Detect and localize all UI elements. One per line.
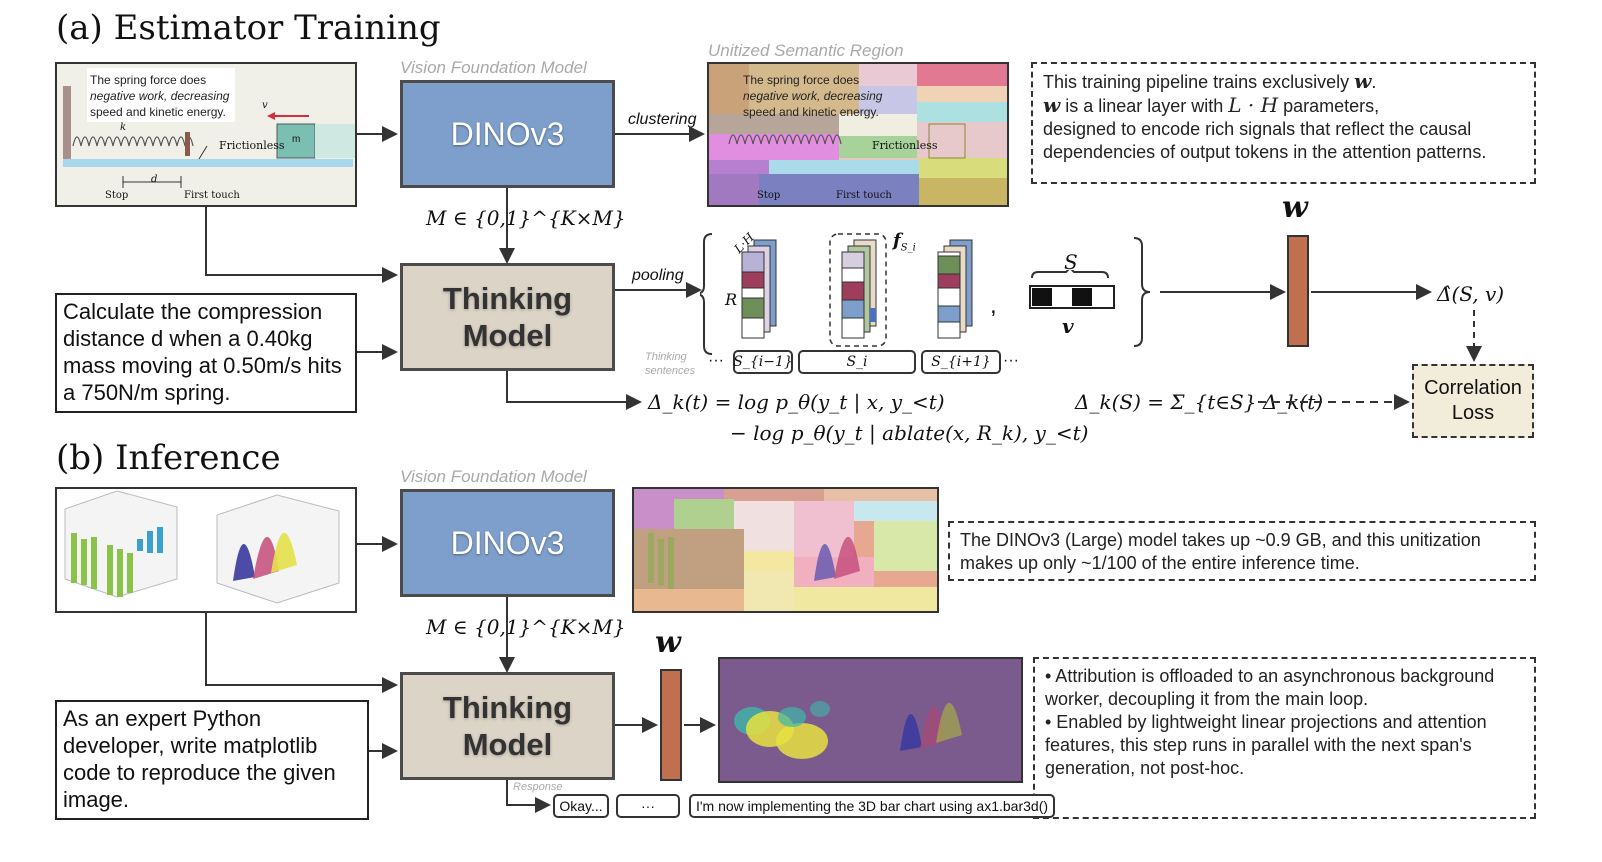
response-pill-2: ··· bbox=[616, 794, 680, 818]
sentence-current: S_i bbox=[798, 350, 916, 374]
dino-box-a: DINOv3 bbox=[400, 80, 615, 188]
pooling-label: pooling bbox=[632, 267, 684, 284]
unitized-frictionless-label: Frictionless bbox=[872, 139, 938, 152]
vfm-label-b: Vision Foundation Model bbox=[400, 467, 587, 486]
physics-k-label: k bbox=[120, 122, 127, 133]
section-a-title: (a) Estimator Training bbox=[56, 8, 441, 48]
unitized-caption-line2: negative work, decreasing bbox=[743, 89, 883, 103]
unitized-segments bbox=[709, 64, 1007, 205]
ellipsis-right: ··· bbox=[1003, 352, 1019, 369]
thinking-model-a: Thinking Model bbox=[400, 263, 615, 371]
note-line3: designed to encode rich signals that ref… bbox=[1043, 119, 1472, 139]
sentence-next: S_{i+1} bbox=[921, 350, 1001, 374]
physics-v-label: v bbox=[262, 100, 268, 111]
w-linear-layer-a bbox=[1287, 235, 1309, 347]
sentence-prev: S_{i−1} bbox=[733, 350, 793, 374]
thinking-model-b: Thinking Model bbox=[400, 672, 615, 780]
note-async: • Attribution is offloaded to an asynchr… bbox=[1033, 657, 1536, 819]
note-line2-mid: is a linear layer with bbox=[1060, 96, 1229, 116]
chart-input-graphic bbox=[64, 490, 340, 604]
f-label: fS_i bbox=[893, 230, 916, 254]
note-line1-w: w bbox=[1354, 69, 1372, 93]
thinking-sentences-label: Thinking sentences bbox=[645, 351, 696, 377]
response-pill-3: I'm now implementing the 3D bar chart us… bbox=[689, 794, 1055, 818]
w-label-a: w bbox=[1282, 190, 1308, 225]
mask-formula-b: M ∈ {0,1}^{K×M} bbox=[426, 615, 626, 639]
delta-hat-label: Δ̂(S, v) bbox=[1437, 282, 1505, 306]
physics-caption-line2: negative work, decreasing bbox=[90, 89, 230, 103]
dino-box-b: DINOv3 bbox=[400, 489, 615, 597]
w-linear-layer-b bbox=[660, 669, 682, 781]
note-training: This training pipeline trains exclusivel… bbox=[1031, 62, 1536, 184]
heatmap-graphic bbox=[720, 659, 1021, 781]
ellipsis-left: ··· bbox=[708, 352, 724, 369]
clustering-label: clustering bbox=[628, 111, 697, 128]
comma-mark: , bbox=[990, 292, 997, 319]
physics-caption-line3: speed and kinetic energy. bbox=[90, 105, 226, 119]
stack-prev bbox=[741, 239, 777, 339]
note-unitization: The DINOv3 (Large) model takes up ~0.9 G… bbox=[948, 521, 1536, 581]
physics-first-touch-label: First touch bbox=[184, 190, 240, 201]
delta-S-formula: Δ_k(S) = Σ_{t∈S} Δ_k(t) bbox=[1075, 390, 1324, 414]
stack-next bbox=[937, 239, 973, 339]
note-bullet-2: • Enabled by lightweight linear projecti… bbox=[1045, 712, 1487, 778]
unitized-chart-segments bbox=[634, 489, 937, 611]
physics-frictionless-label: Frictionless bbox=[219, 139, 285, 152]
note-line1-post: . bbox=[1371, 72, 1377, 92]
unitized-caption-line1: The spring force does bbox=[743, 73, 860, 87]
physics-input-image: The spring force does negative work, dec… bbox=[55, 62, 357, 207]
mask-formula-a: M ∈ {0,1}^{K×M} bbox=[426, 206, 626, 230]
delta-formula-2: − log p_θ(y_t | ablate(x, R_k), y_<t) bbox=[730, 421, 1089, 445]
physics-d-label: d bbox=[151, 174, 158, 185]
unitized-first-touch-label: First touch bbox=[836, 190, 892, 201]
note-line2-w: w bbox=[1043, 93, 1061, 117]
response-label: Response bbox=[513, 781, 563, 793]
S-label: S bbox=[1064, 250, 1078, 274]
stack-current bbox=[841, 239, 877, 339]
unitized-chart-image bbox=[632, 487, 939, 613]
prompt-b: As an expert Python developer, write mat… bbox=[55, 700, 369, 820]
chart-input-image bbox=[55, 487, 357, 613]
physics-stop-label: Stop bbox=[105, 190, 129, 201]
delta-formula-1: Δ_k(t) = log p_θ(y_t | x, y_<t) bbox=[648, 390, 945, 414]
note-line2-post: parameters, bbox=[1278, 96, 1380, 116]
note-line2-LH: L · H bbox=[1228, 93, 1279, 117]
R-label: R bbox=[725, 290, 738, 309]
correlation-loss-box: Correlation Loss bbox=[1412, 364, 1534, 438]
sentence-mask bbox=[1029, 270, 1115, 309]
unitized-caption-line3: speed and kinetic energy. bbox=[743, 105, 879, 119]
right-brace bbox=[1133, 237, 1151, 347]
note-line1-pre: This training pipeline trains exclusivel… bbox=[1043, 72, 1355, 92]
note-line4: dependencies of output tokens in the att… bbox=[1043, 142, 1487, 162]
attribution-heatmap-image bbox=[718, 657, 1023, 783]
response-pill-1: Okay... bbox=[553, 794, 609, 818]
f-sub-label: S_i bbox=[900, 242, 916, 254]
physics-m-label: m bbox=[292, 134, 301, 145]
v-label: v bbox=[1062, 314, 1074, 338]
unitized-label: Unitized Semantic Region bbox=[708, 41, 904, 60]
physics-diagram bbox=[57, 64, 355, 205]
w-label-b: w bbox=[655, 625, 681, 660]
unitized-stop-label: Stop bbox=[757, 190, 781, 201]
unitized-region-image: The spring force does negative work, dec… bbox=[707, 62, 1009, 207]
feature-stacks bbox=[700, 233, 973, 355]
note-bullet-1: • Attribution is offloaded to an asynchr… bbox=[1045, 666, 1495, 709]
vfm-label-a: Vision Foundation Model bbox=[400, 58, 587, 77]
physics-caption-line1: The spring force does bbox=[90, 73, 207, 87]
section-b-title: (b) Inference bbox=[56, 438, 281, 478]
prompt-a: Calculate the compression distance d whe… bbox=[55, 293, 357, 413]
